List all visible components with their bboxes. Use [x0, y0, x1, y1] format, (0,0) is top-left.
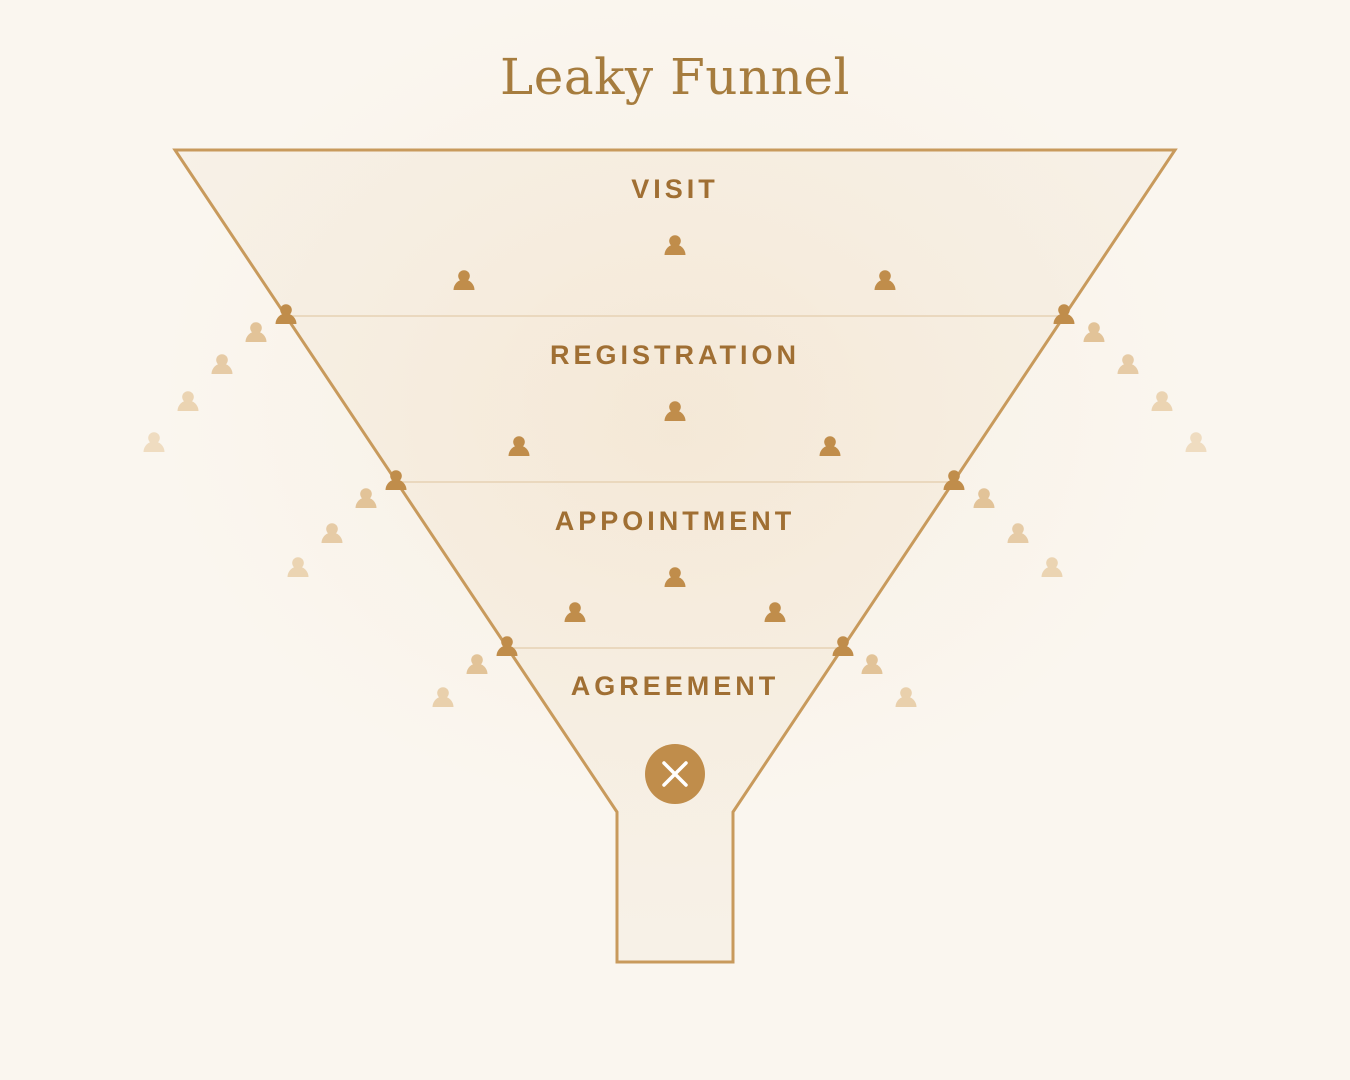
- leak-trail-left-appointment: [432, 654, 488, 707]
- leaking-person-icon: [973, 488, 995, 508]
- leaking-person-icon: [321, 523, 343, 543]
- leaking-person-icon: [245, 322, 267, 342]
- leaking-person-icon: [895, 687, 917, 707]
- leak-trail-right-registration: [973, 488, 1063, 577]
- leak-trail-right-appointment: [861, 654, 917, 707]
- leaking-person-icon: [1151, 391, 1173, 411]
- leaking-person-icon: [1007, 523, 1029, 543]
- close-icon: [645, 744, 705, 804]
- leak-trail-right-visit: [1083, 322, 1207, 452]
- leaking-person-icon: [211, 354, 233, 374]
- stage-label-registration: REGISTRATION: [550, 340, 800, 370]
- page-title: Leaky Funnel: [500, 48, 850, 106]
- leaking-person-icon: [432, 687, 454, 707]
- stage-label-visit: VISIT: [631, 174, 719, 204]
- stage-label-appointment: APPOINTMENT: [555, 506, 796, 536]
- funnel-outline: [172, 148, 1178, 964]
- leak-trail-left-registration: [287, 488, 377, 577]
- leak-trail-left-visit: [143, 322, 267, 452]
- leaking-person-icon: [143, 432, 165, 452]
- leaking-person-icon: [1117, 354, 1139, 374]
- leaking-person-icon: [177, 391, 199, 411]
- stage-label-agreement: AGREEMENT: [571, 671, 780, 701]
- leaking-person-icon: [466, 654, 488, 674]
- leaking-person-icon: [861, 654, 883, 674]
- leaking-person-icon: [1185, 432, 1207, 452]
- leaking-person-icon: [1083, 322, 1105, 342]
- leaking-person-icon: [287, 557, 309, 577]
- leaking-person-icon: [1041, 557, 1063, 577]
- leaking-person-icon: [355, 488, 377, 508]
